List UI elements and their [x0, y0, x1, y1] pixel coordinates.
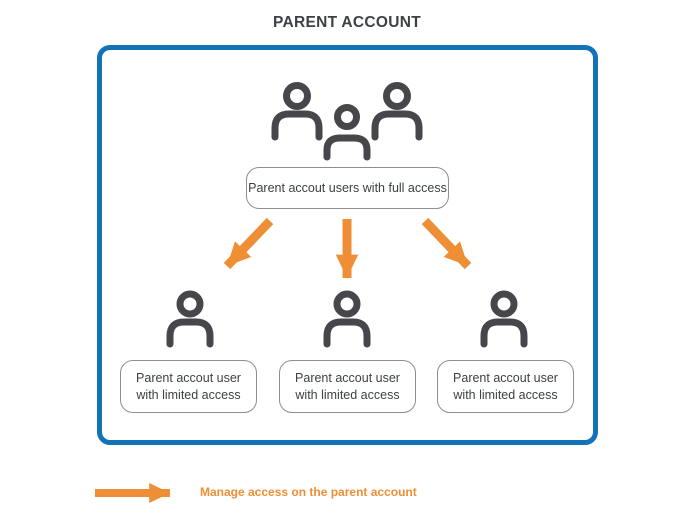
user-icon [323, 290, 371, 348]
user-icon [166, 290, 214, 348]
child-node-label: Parent accout user with limited access [279, 360, 416, 413]
child-node-label: Parent accout user with limited access [120, 360, 257, 413]
user-icon [480, 290, 528, 348]
users-group-icon [271, 82, 423, 164]
child-node-label: Parent accout user with limited access [437, 360, 574, 413]
parent-node-label: Parent accout users with full access [246, 167, 449, 209]
page-title: PARENT ACCOUNT [273, 14, 421, 31]
legend-text: Manage access on the parent account [200, 485, 417, 499]
